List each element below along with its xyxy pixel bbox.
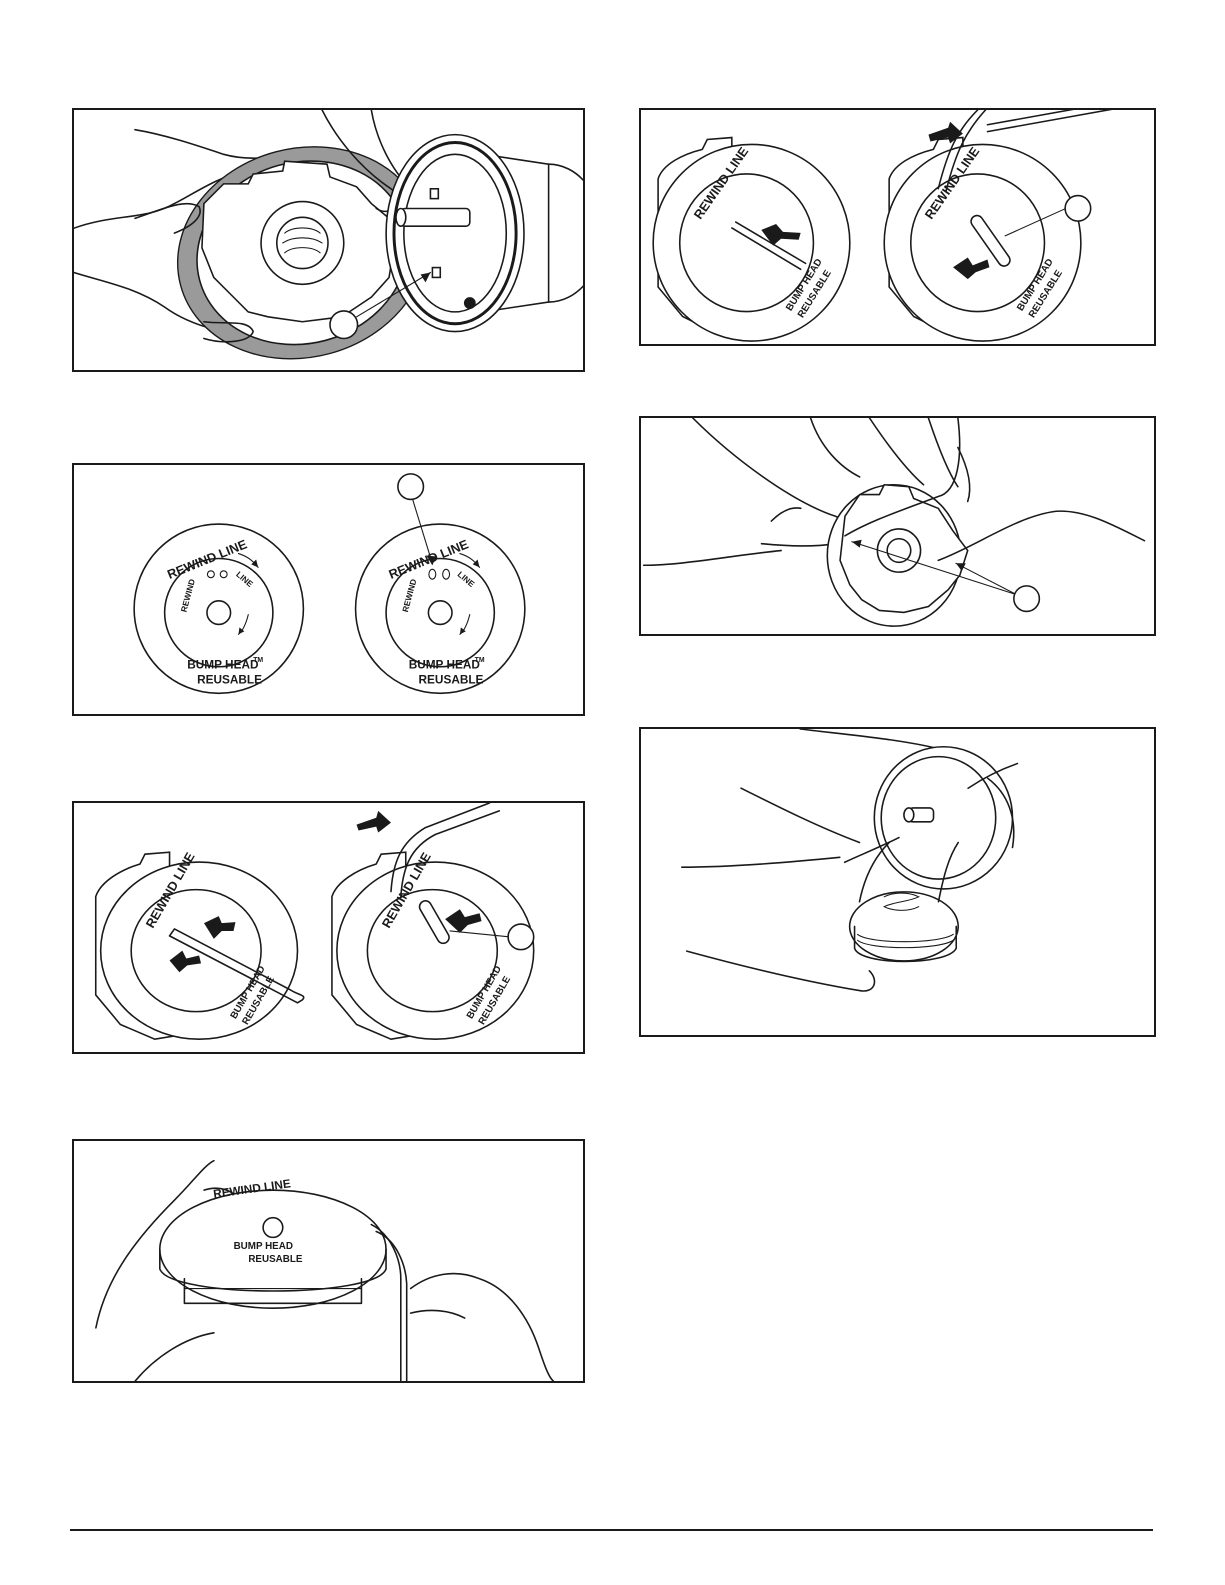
face1-tm: TM	[253, 657, 263, 664]
figure-line-through-eyelets: REWIND LINE BUMP HEAD REUSABLE REWIND LI…	[72, 801, 585, 1054]
figure-insert-line-eyelets: REWIND LINE BUMP HEAD REUSABLE REWIND LI…	[639, 108, 1156, 346]
fig7-bump-head: BUMP HEAD	[234, 1241, 293, 1252]
face2-bump-head: BUMP HEAD	[409, 658, 481, 672]
face2-tm: TM	[475, 657, 485, 664]
face2-reusable: REUSABLE	[419, 672, 484, 686]
figure-hook-line	[639, 416, 1156, 636]
face1-bump-head: BUMP HEAD	[187, 658, 259, 672]
figure-remove-spool	[72, 108, 585, 372]
figure-reassemble	[639, 727, 1156, 1037]
figure-wind-line: REWIND LINE BUMP HEAD REUSABLE	[72, 1139, 585, 1383]
fig7-reusable: REUSABLE	[248, 1254, 303, 1265]
figure-align-arrows: REWIND LINE REWIND LINE BUMP HEAD TM REU…	[72, 463, 585, 716]
face1-reusable: REUSABLE	[197, 672, 262, 686]
page-footer-rule	[70, 1529, 1153, 1531]
